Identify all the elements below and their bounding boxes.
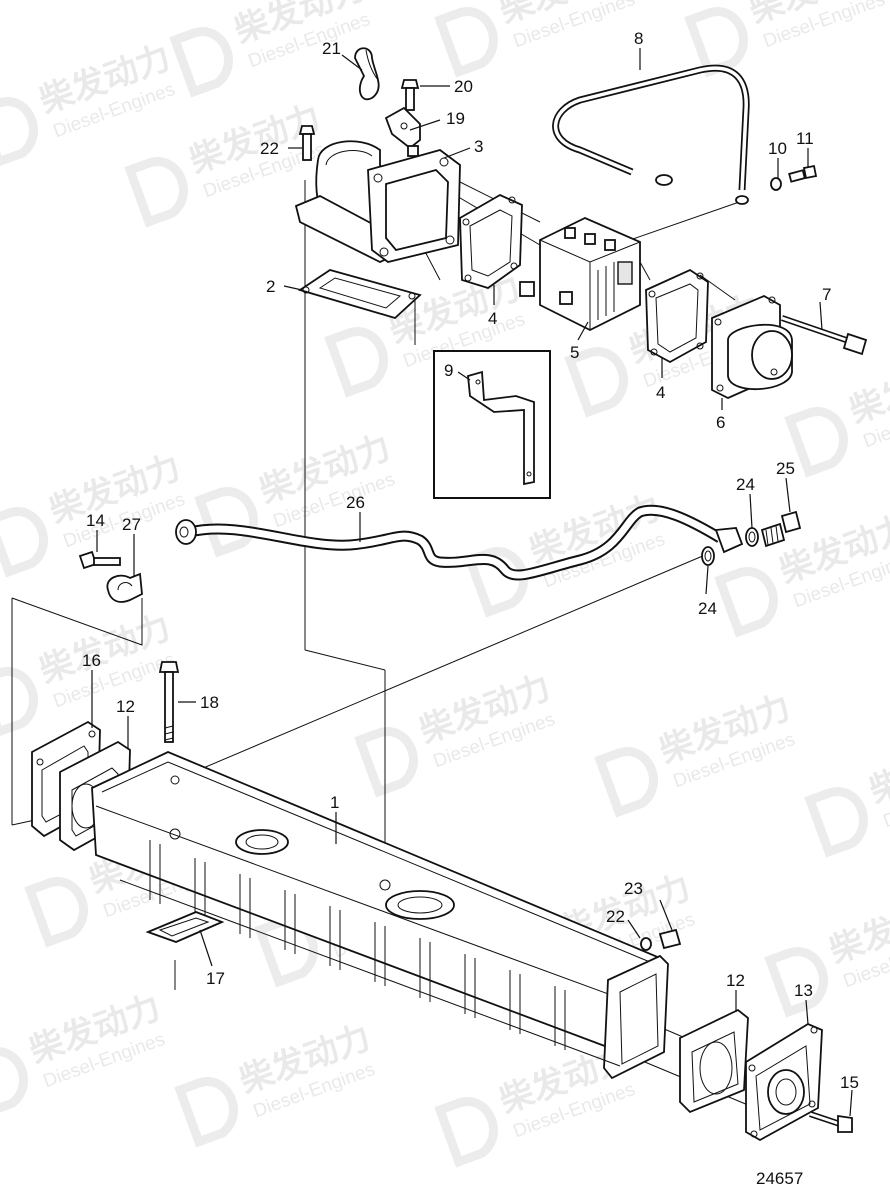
callout-4b: 4	[656, 383, 665, 402]
alignment-line	[11, 597, 143, 646]
gasket-2-part	[297, 269, 422, 320]
watermark-logo-icon	[174, 1077, 238, 1148]
callout-18: 19	[446, 109, 465, 128]
callout-14a: 14	[86, 511, 105, 530]
watermark: 柴发动力 Diesel-Engines	[0, 987, 168, 1118]
watermark: 柴发动力 Diesel-Engines	[714, 507, 890, 638]
callout-6: 6	[716, 413, 725, 432]
callout-23: 23	[624, 879, 643, 898]
watermark-logo-icon	[434, 1097, 498, 1168]
watermark: 柴发动力 Diesel-Engines	[684, 0, 888, 78]
alignment-line	[629, 199, 746, 241]
watermark-logo-icon	[684, 7, 748, 78]
alignment-line	[304, 649, 386, 671]
callout-4a: 4	[488, 309, 497, 328]
callout-12a: 12	[116, 697, 135, 716]
watermark-logo-icon	[324, 327, 388, 398]
watermark-logo-icon	[564, 347, 628, 418]
watermark: 柴发动力 Diesel-Engines	[354, 667, 558, 798]
watermark: 柴发动力 Diesel-Engines	[764, 887, 890, 1018]
watermark-logo-icon	[124, 157, 188, 228]
end-cover-6-part	[711, 294, 793, 399]
callout-10: 10	[768, 139, 787, 158]
bolt-bracket-part	[384, 79, 421, 150]
bracket-9-box	[433, 350, 551, 499]
callout-25: 25	[776, 459, 795, 478]
watermark-logo-icon	[354, 727, 418, 798]
clamp-27-part	[78, 550, 143, 603]
watermark-logo-icon	[169, 27, 233, 98]
callout-7: 7	[822, 285, 831, 304]
callout-9: 9	[444, 361, 453, 380]
callout-14b: 15	[840, 1073, 859, 1092]
preheater-element-part	[519, 217, 641, 332]
watermark: 柴发动力 Diesel-Engines	[0, 37, 178, 168]
callout-13: 13	[794, 981, 813, 1000]
callout-26: 26	[346, 493, 365, 512]
watermark-logo-icon	[434, 7, 498, 78]
gasket-4a-part	[459, 193, 523, 289]
callout-16: 17	[206, 969, 225, 988]
leader-lines	[91, 48, 853, 1117]
callout-27: 27	[122, 515, 141, 534]
callout-21: 22	[260, 139, 279, 158]
callout-24a: 24	[736, 475, 755, 494]
callout-20: 21	[322, 39, 341, 58]
seal-banjo-part	[701, 510, 802, 566]
washer-screw-22-23-part	[640, 928, 682, 951]
intake-manifold-1-part	[91, 751, 669, 1080]
callout-11: 11	[796, 129, 814, 148]
watermark-logo-icon	[0, 97, 38, 168]
watermark: 柴发动力 Diesel-Engines	[784, 347, 890, 478]
callout-17: 18	[200, 693, 219, 712]
callout-2: 2	[266, 277, 275, 296]
watermark-logo-icon	[0, 507, 48, 578]
callout-12b: 12	[726, 971, 745, 990]
watermark-cn: 柴发动力	[844, 347, 890, 431]
hose-clamp-part	[354, 47, 380, 101]
watermark-logo-icon	[784, 407, 848, 478]
intake-housing-part	[294, 140, 461, 263]
alignment-line	[699, 274, 736, 301]
bolt-21-part	[298, 125, 316, 161]
diagram-reference-number: 24657	[756, 1169, 803, 1188]
callout-5: 5	[570, 343, 579, 362]
watermark-logo-icon	[714, 567, 778, 638]
gasket-16-part	[145, 911, 225, 943]
cable-8-part	[552, 64, 750, 205]
callout-1: 1	[330, 793, 339, 812]
watermark-cn: 柴发动力	[864, 727, 890, 811]
fuel-pipe-26-part	[175, 504, 744, 581]
callout-15: 16	[82, 651, 101, 670]
callout-labels: 21 20 19 22 3 8 10 11 2 4 5 4 6 7 9 26 2…	[82, 29, 859, 1092]
alignment-line	[174, 554, 706, 781]
callout-8: 8	[634, 29, 643, 48]
bolt-14b-part	[809, 1111, 853, 1133]
alignment-line	[639, 261, 651, 281]
watermark-logo-icon	[24, 877, 88, 948]
end-cover-13-part	[745, 1022, 823, 1142]
watermark: 柴发动力 Diesel-Engines	[174, 1017, 378, 1148]
callout-24b: 24	[698, 599, 717, 618]
watermark-logo-icon	[0, 667, 38, 738]
watermark-logo-icon	[594, 747, 658, 818]
watermark-logo-icon	[0, 1047, 28, 1118]
callout-19: 20	[454, 77, 473, 96]
watermark: 柴发动力 Diesel-Engines	[169, 0, 373, 98]
gasket-4b-part	[645, 268, 709, 364]
watermark-logo-icon	[194, 487, 258, 558]
washer-screw-part	[770, 164, 818, 191]
bolt-7-part	[781, 315, 868, 356]
callout-3: 3	[474, 137, 483, 156]
watermark: 柴发动力 Diesel-Engines	[594, 687, 798, 818]
watermark-logo-icon	[804, 787, 868, 858]
long-bolt-17-part	[158, 661, 180, 743]
callout-22: 22	[606, 907, 625, 926]
watermark-logo-icon	[764, 947, 828, 1018]
gasket-12b-part	[679, 1008, 749, 1114]
watermark: 柴发动力 Diesel-Engines	[804, 727, 890, 858]
watermark: 柴发动力 Diesel-Engines	[434, 0, 638, 78]
